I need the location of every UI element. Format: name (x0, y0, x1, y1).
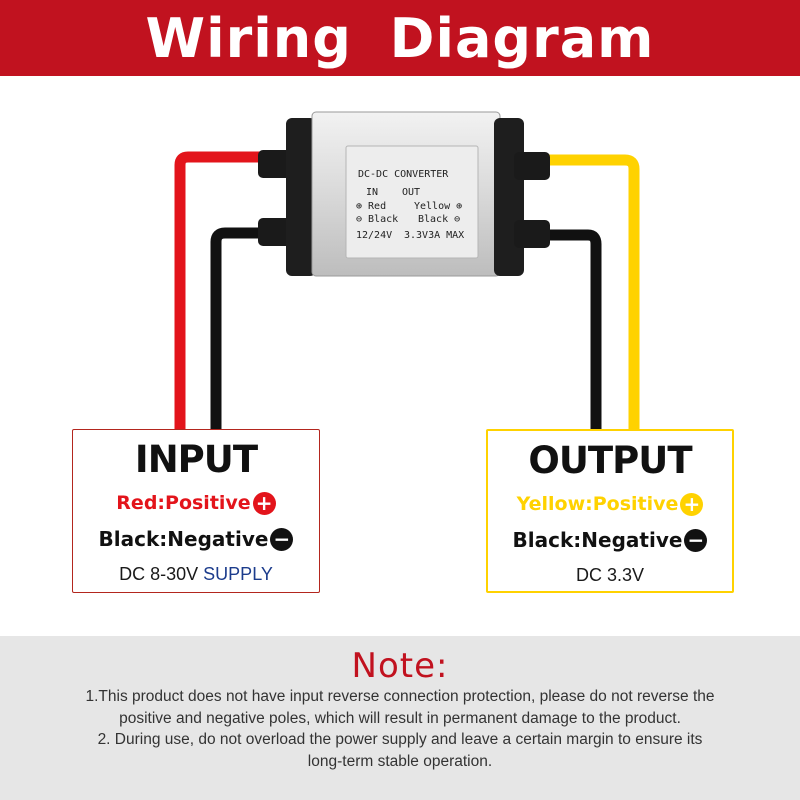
input-supply-word: SUPPLY (203, 564, 273, 584)
converter-title: DC-DC CONVERTER (358, 169, 449, 180)
input-supply-voltage: DC 8-30V (119, 564, 199, 584)
output-panel: OUTPUT Yellow:Positive + Black:Negative … (486, 429, 734, 593)
converter-out: OUT (402, 187, 420, 198)
converter-input-voltage: 12/24V (356, 230, 392, 241)
plus-icon: + (252, 491, 276, 515)
note-title: Note: (351, 646, 449, 686)
output-positive-label: Yellow:Positive (516, 493, 679, 515)
input-supply: DC 8-30V SUPPLY (73, 562, 319, 586)
input-negative-row: Black:Negative − (73, 526, 319, 552)
minus-icon: − (684, 528, 708, 552)
page-title: Wiring Diagram (145, 6, 655, 70)
note-line-4: long-term stable operation. (307, 752, 493, 770)
converter-black-in: ⊖ Black (356, 214, 398, 225)
note-line-1: 1.This product does not have input rever… (85, 688, 715, 705)
black-output-wire (520, 229, 602, 431)
output-voltage: DC 3.3V (575, 565, 645, 585)
note-section: Note: 1.This product does not have input… (0, 636, 800, 800)
plus-icon: + (680, 492, 704, 516)
input-positive-row: Red:Positive + (73, 490, 319, 516)
output-positive-row: Yellow:Positive + (488, 491, 732, 517)
black-input-wire (210, 227, 290, 431)
converter-output-rating: 3.3V3A MAX (404, 230, 464, 241)
input-panel: INPUT Red:Positive + Black:Negative − DC… (72, 429, 320, 593)
note-line-3: 2. During use, do not overload the power… (97, 731, 703, 748)
yellow-output-wire (520, 154, 640, 431)
header-banner: Wiring Diagram (0, 0, 800, 76)
minus-icon: − (270, 527, 294, 551)
converter-label-plate (345, 145, 479, 259)
wiring-illustration: DC-DC CONVERTER IN OUT ⊕ Red Yellow ⊕ ⊖ … (174, 111, 640, 431)
input-positive-label: Red:Positive (116, 492, 251, 514)
converter-black-out: Black ⊖ (418, 214, 460, 225)
converter-red: ⊕ Red (356, 201, 386, 212)
dc-dc-converter: DC-DC CONVERTER IN OUT ⊕ Red Yellow ⊕ ⊖ … (258, 111, 550, 277)
red-input-wire (174, 151, 290, 431)
converter-in: IN (366, 187, 378, 198)
input-negative-label: Black:Negative (98, 527, 269, 551)
right-wire-gland (514, 152, 550, 180)
converter-yellow: Yellow ⊕ (414, 201, 462, 212)
output-negative-row: Black:Negative − (488, 527, 732, 553)
output-negative-label: Black:Negative (512, 528, 683, 552)
output-title: OUTPUT (528, 439, 692, 482)
input-title: INPUT (134, 438, 258, 481)
note-line-2: positive and negative poles, which will … (119, 709, 681, 727)
